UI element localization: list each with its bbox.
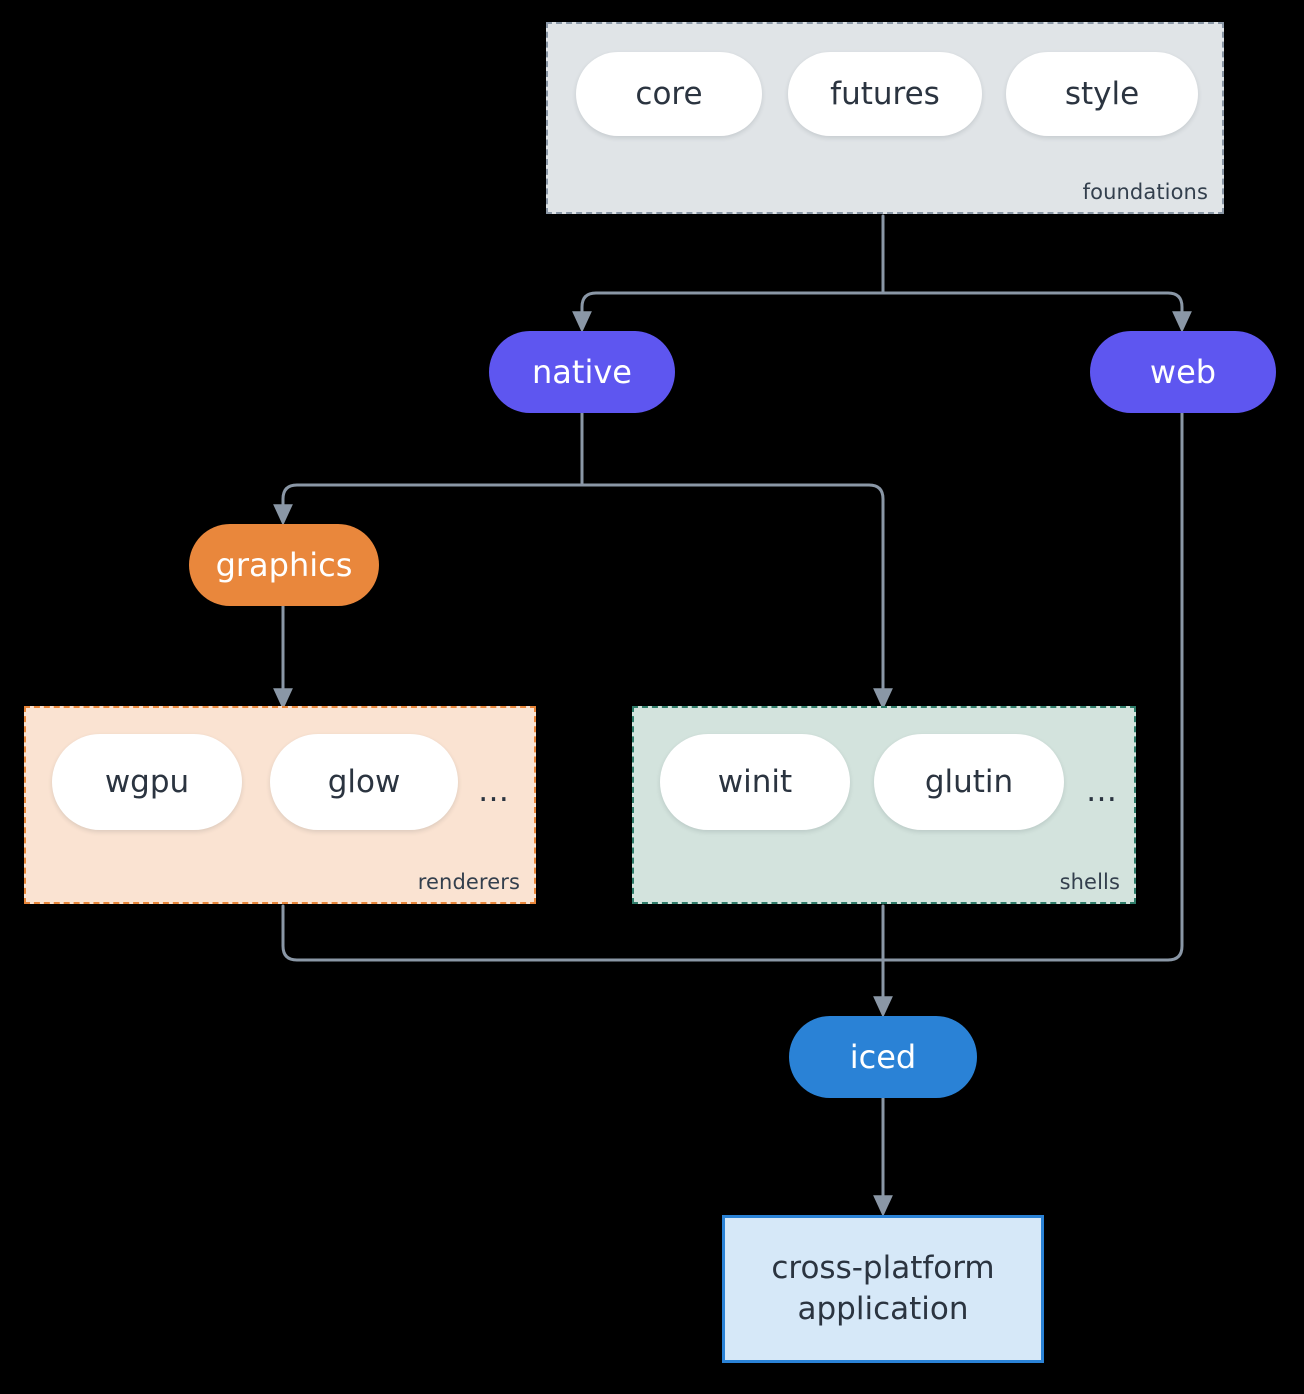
group-renderers-label: renderers bbox=[417, 870, 520, 894]
node-web[interactable]: web bbox=[1090, 331, 1276, 413]
edge-native-shells bbox=[580, 483, 893, 710]
node-native-label: native bbox=[532, 353, 632, 391]
node-iced-label: iced bbox=[849, 1038, 917, 1076]
leaf-glow-label: glow bbox=[327, 764, 401, 800]
edge-foundations-web bbox=[881, 291, 1192, 333]
edge-renderers-iced bbox=[281, 904, 885, 962]
leaf-core-label: core bbox=[635, 76, 703, 112]
application-line-2: application bbox=[797, 1291, 969, 1327]
application-line-1: cross-platform bbox=[771, 1250, 995, 1287]
leaf-wgpu[interactable]: wgpu bbox=[52, 734, 242, 830]
group-foundations: core futures style foundations bbox=[546, 22, 1224, 214]
edge-foundations-native bbox=[572, 291, 885, 333]
leaf-core[interactable]: core bbox=[576, 52, 762, 136]
group-renderers: wgpu glow … renderers bbox=[24, 706, 536, 904]
leaf-glutin[interactable]: glutin bbox=[874, 734, 1064, 830]
node-iced[interactable]: iced bbox=[789, 1016, 977, 1098]
leaf-futures[interactable]: futures bbox=[788, 52, 982, 136]
leaf-style[interactable]: style bbox=[1006, 52, 1198, 136]
node-cross-platform-application[interactable]: cross-platform application bbox=[722, 1215, 1044, 1363]
leaf-glow[interactable]: glow bbox=[270, 734, 458, 830]
group-shells-label: shells bbox=[1059, 870, 1120, 894]
node-native[interactable]: native bbox=[489, 331, 675, 413]
leaf-winit-label: winit bbox=[717, 764, 793, 800]
group-foundations-label: foundations bbox=[1082, 180, 1208, 204]
leaf-glutin-label: glutin bbox=[924, 764, 1014, 800]
leaf-futures-label: futures bbox=[830, 76, 940, 112]
edge-native-graphics bbox=[273, 483, 584, 526]
node-web-label: web bbox=[1149, 353, 1217, 391]
shells-ellipsis: … bbox=[1086, 773, 1117, 809]
node-graphics-label: graphics bbox=[215, 546, 353, 584]
leaf-wgpu-label: wgpu bbox=[104, 764, 190, 800]
leaf-style-label: style bbox=[1064, 76, 1140, 112]
node-graphics[interactable]: graphics bbox=[189, 524, 379, 606]
renderers-ellipsis: … bbox=[478, 773, 509, 809]
group-shells: winit glutin … shells bbox=[632, 706, 1136, 904]
leaf-winit[interactable]: winit bbox=[660, 734, 850, 830]
